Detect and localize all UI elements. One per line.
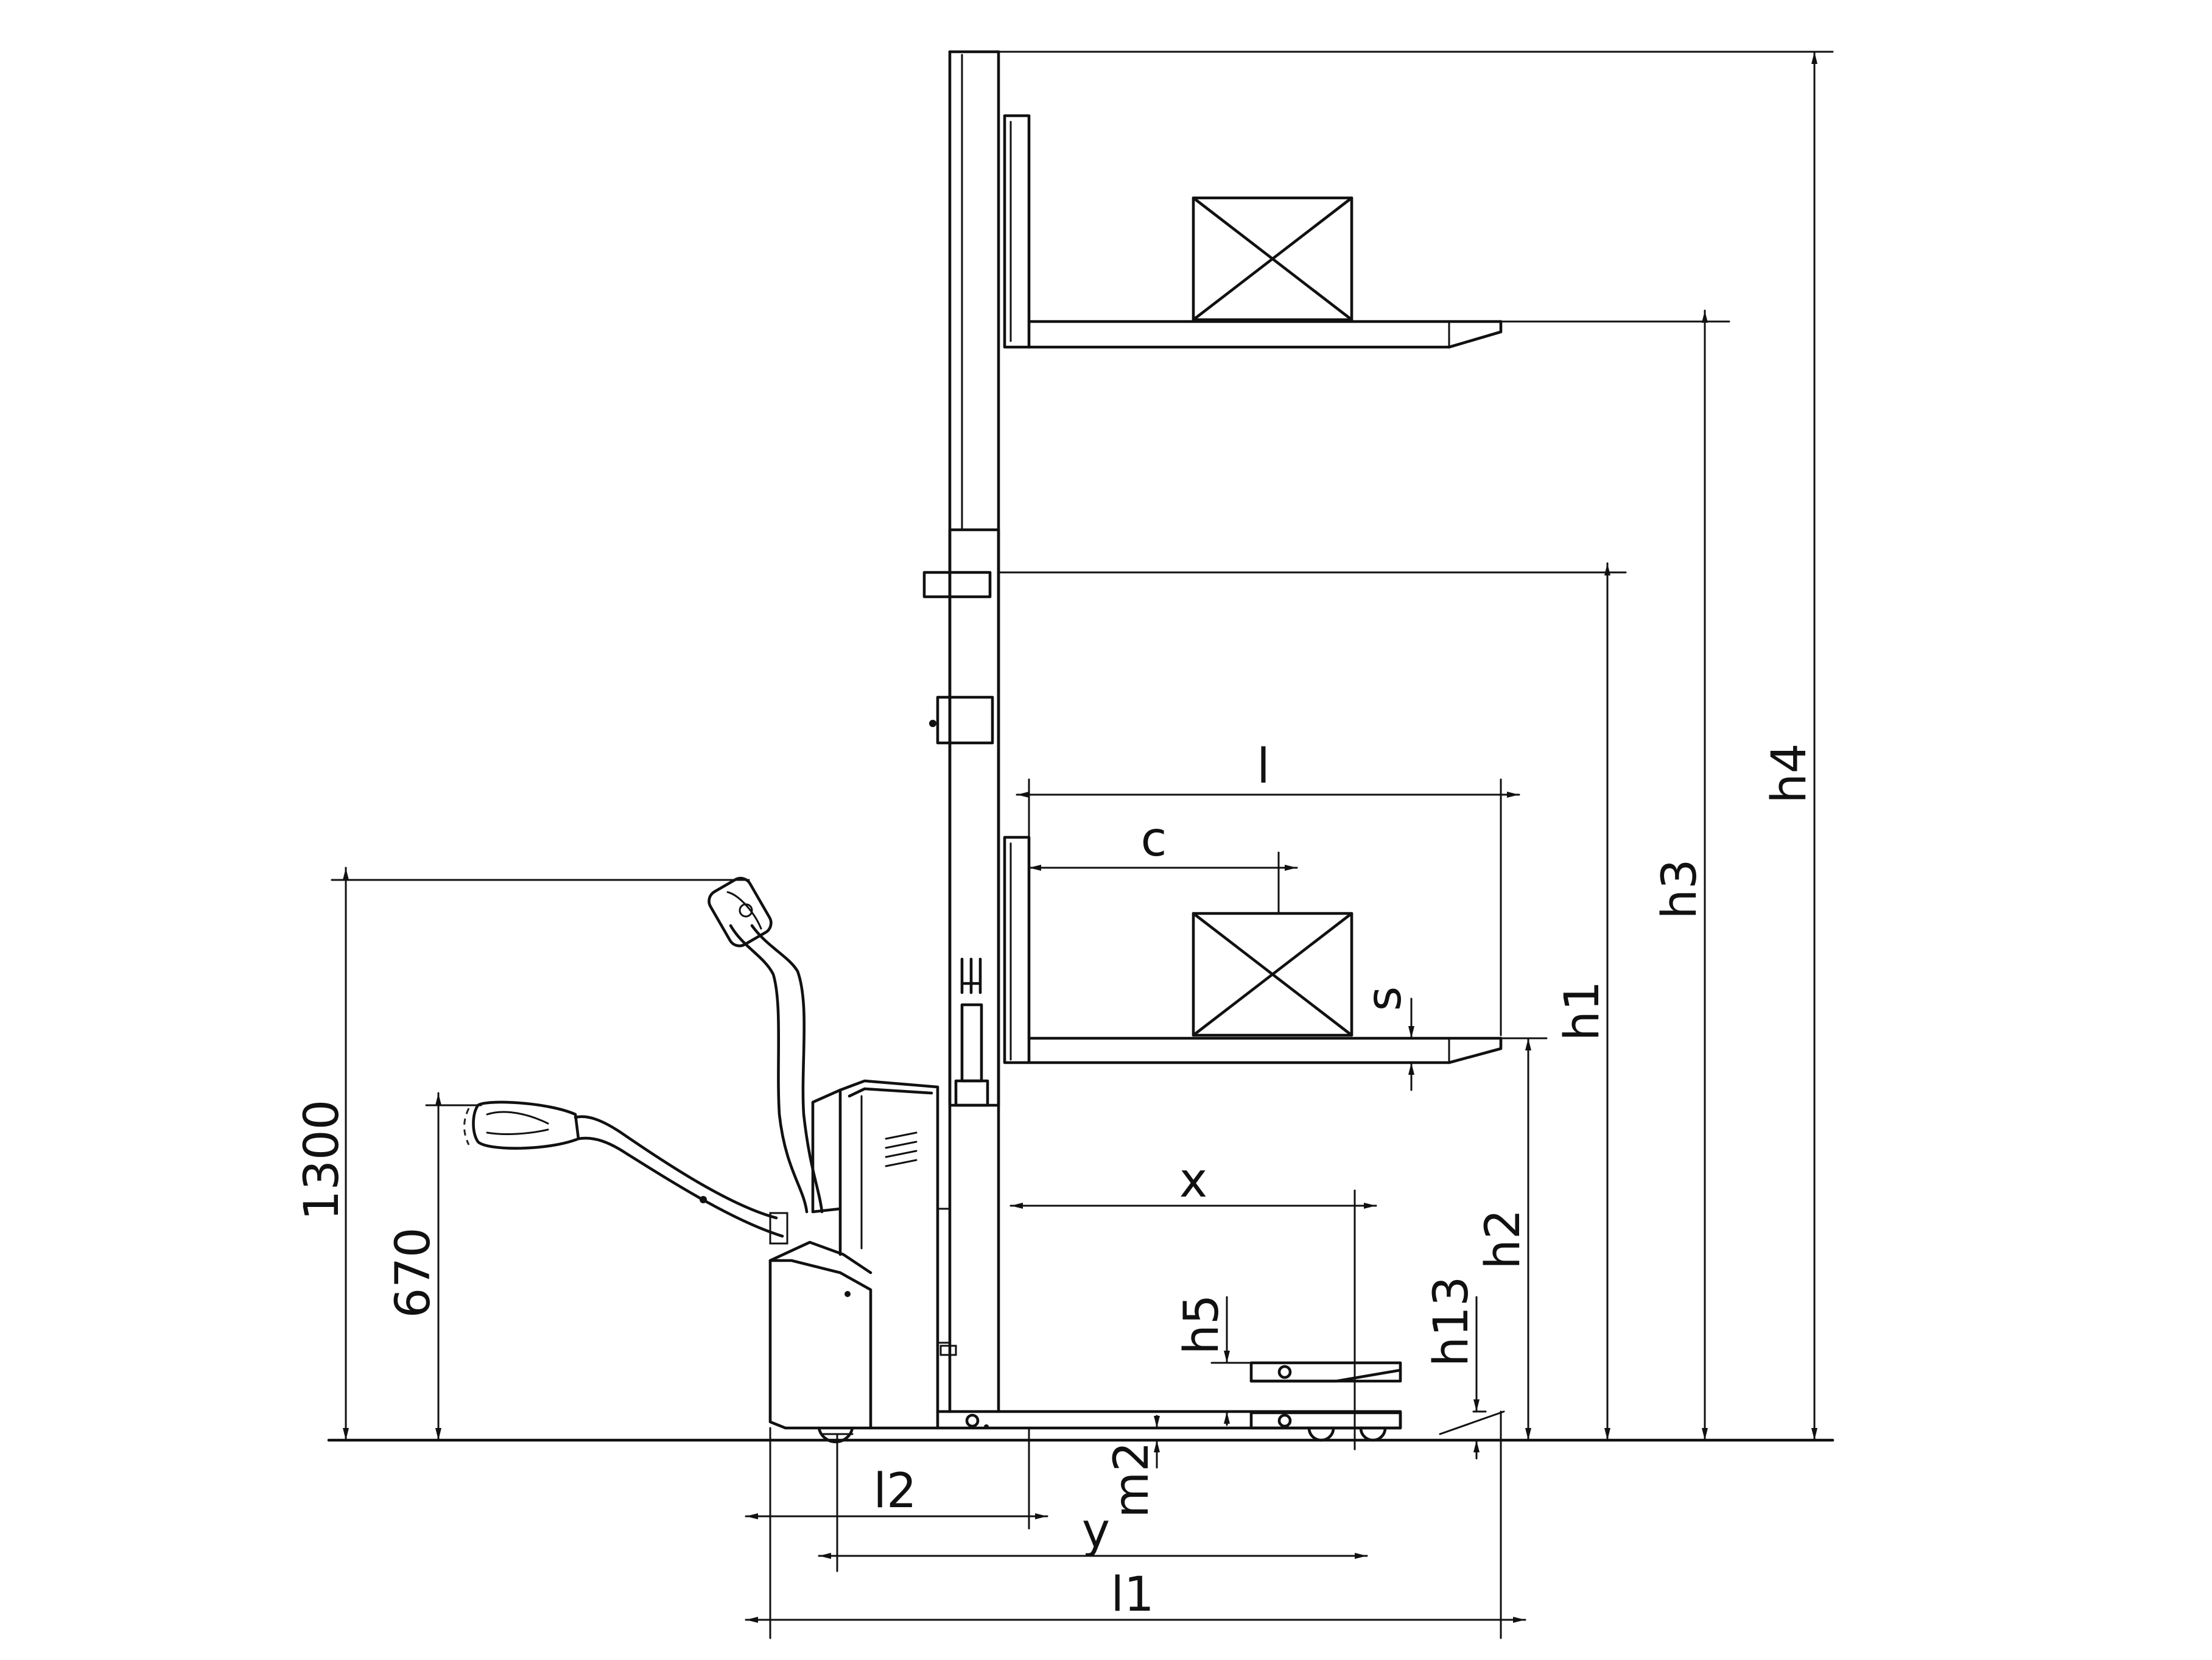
label-h2: h2 [1476, 1209, 1531, 1269]
label-l1: l1 [1111, 1567, 1154, 1622]
label-h1: h1 [1555, 980, 1610, 1041]
upper-load-box [1192, 196, 1354, 322]
dim-x [1009, 1189, 1377, 1451]
upper-fork [1027, 320, 1503, 349]
dim-h1 [997, 562, 1627, 1441]
truck-body [768, 1079, 1402, 1444]
dim-l [1016, 778, 1520, 1036]
label-h3: h3 [1652, 859, 1707, 919]
label-h13: h13 [1424, 1276, 1479, 1367]
label-h4: h4 [1762, 743, 1817, 803]
dim-h5 [1210, 1296, 1252, 1426]
dim-670 [425, 1092, 482, 1441]
label-m2: m2 [1104, 1441, 1159, 1518]
label-s: s [1357, 987, 1412, 1011]
dim-c [1028, 851, 1298, 915]
dim-h3 [1500, 309, 1730, 1441]
label-c: c [1141, 812, 1167, 867]
label-l: l [1257, 739, 1270, 794]
label-h5: h5 [1174, 1294, 1229, 1354]
dim-h13 [1439, 1296, 1505, 1460]
label-1300: 1300 [295, 1100, 349, 1221]
tiller-upper [707, 876, 824, 1214]
label-y: y [1082, 1503, 1110, 1558]
label-670: 670 [386, 1228, 441, 1318]
dim-l1 [745, 1410, 1526, 1639]
dim-h2 [1500, 1037, 1548, 1441]
dim-y [818, 1433, 1368, 1572]
lift-cylinder [954, 957, 989, 1107]
mast [922, 50, 1031, 1413]
dim-l2 [745, 1427, 1048, 1639]
lower-load-box [1192, 912, 1354, 1037]
label-l2: l2 [873, 1464, 916, 1519]
tiller-lower [463, 1100, 788, 1245]
lower-fork [1027, 1036, 1503, 1064]
dim-1300 [331, 867, 750, 1441]
dim-h4 [997, 51, 1834, 1441]
label-x: x [1179, 1153, 1207, 1208]
